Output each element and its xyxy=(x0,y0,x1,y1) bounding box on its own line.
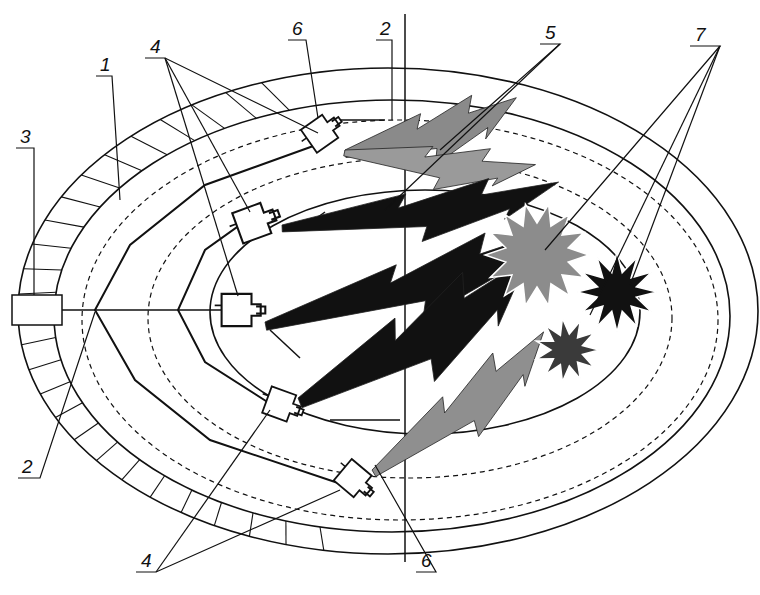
inner-band-ellipse xyxy=(54,100,730,532)
ellipses xyxy=(18,68,758,554)
callout-number: 2 xyxy=(20,456,35,477)
hatch-stroke xyxy=(24,269,62,270)
hatch-stroke xyxy=(55,403,82,418)
leader-line xyxy=(590,46,720,315)
explosion xyxy=(577,252,657,332)
horizontal-axis xyxy=(62,309,232,311)
machines xyxy=(215,108,381,505)
callout-number: 4 xyxy=(139,550,154,571)
leader-line xyxy=(440,44,560,150)
hatch-stroke xyxy=(96,442,117,461)
callout-number: 4 xyxy=(148,36,163,57)
machine xyxy=(226,198,285,246)
callout-number: 3 xyxy=(18,126,33,147)
hatch-stroke xyxy=(131,136,167,155)
lightning-bolt xyxy=(344,147,536,190)
hatch-stroke xyxy=(22,338,56,345)
track-line xyxy=(330,419,400,421)
track-line xyxy=(270,330,300,358)
leader-line xyxy=(96,76,120,200)
machine xyxy=(215,294,266,326)
hatch-stroke xyxy=(32,244,71,248)
leader-lines xyxy=(16,40,720,572)
callout-number: 1 xyxy=(98,54,113,75)
leader-line xyxy=(376,40,392,120)
lightning-bolt xyxy=(372,332,544,477)
hatch-stroke xyxy=(122,460,140,480)
callout-number: 7 xyxy=(693,24,708,45)
track-line xyxy=(178,212,280,410)
hatch-stroke xyxy=(214,503,221,526)
explosion xyxy=(485,204,589,305)
hatch-stroke xyxy=(181,490,192,512)
hatch-stroke xyxy=(150,476,164,497)
control-box xyxy=(12,295,62,325)
machine xyxy=(296,108,348,156)
hatch-stroke xyxy=(262,83,290,111)
dashed-ellipse xyxy=(148,158,672,478)
leader-line xyxy=(165,58,250,212)
hatch-stroke xyxy=(45,220,84,227)
hatch-stroke xyxy=(105,155,142,171)
leader-line xyxy=(16,148,34,295)
leader-line xyxy=(136,490,340,572)
hatch-stroke xyxy=(40,382,70,394)
leader-line xyxy=(630,46,720,285)
hatch-stroke xyxy=(19,292,56,294)
hatch-stroke xyxy=(285,521,286,545)
hatch-stroke xyxy=(226,93,256,119)
machine xyxy=(257,384,308,425)
leader-line xyxy=(375,465,436,572)
callout-number: 5 xyxy=(543,22,558,43)
hatch-stroke xyxy=(61,197,100,207)
hatch-stroke xyxy=(81,175,119,188)
callout-number: 2 xyxy=(378,18,393,39)
hatch-stroke xyxy=(320,527,324,550)
hatch-stroke xyxy=(249,513,253,536)
machine xyxy=(329,455,381,505)
leader-line xyxy=(288,40,318,118)
explosion xyxy=(536,318,599,381)
outer-ellipse xyxy=(18,68,758,554)
leader-line xyxy=(545,46,720,250)
leader-line xyxy=(18,312,95,478)
callout-number: 6 xyxy=(419,550,434,571)
callout-number: 6 xyxy=(290,18,305,39)
hatch-stroke xyxy=(29,360,61,370)
hatch-stroke xyxy=(74,423,98,440)
dashed-ellipse xyxy=(82,120,718,520)
leader-line xyxy=(165,58,238,296)
leader-line xyxy=(385,44,560,210)
leader-line xyxy=(156,410,270,572)
